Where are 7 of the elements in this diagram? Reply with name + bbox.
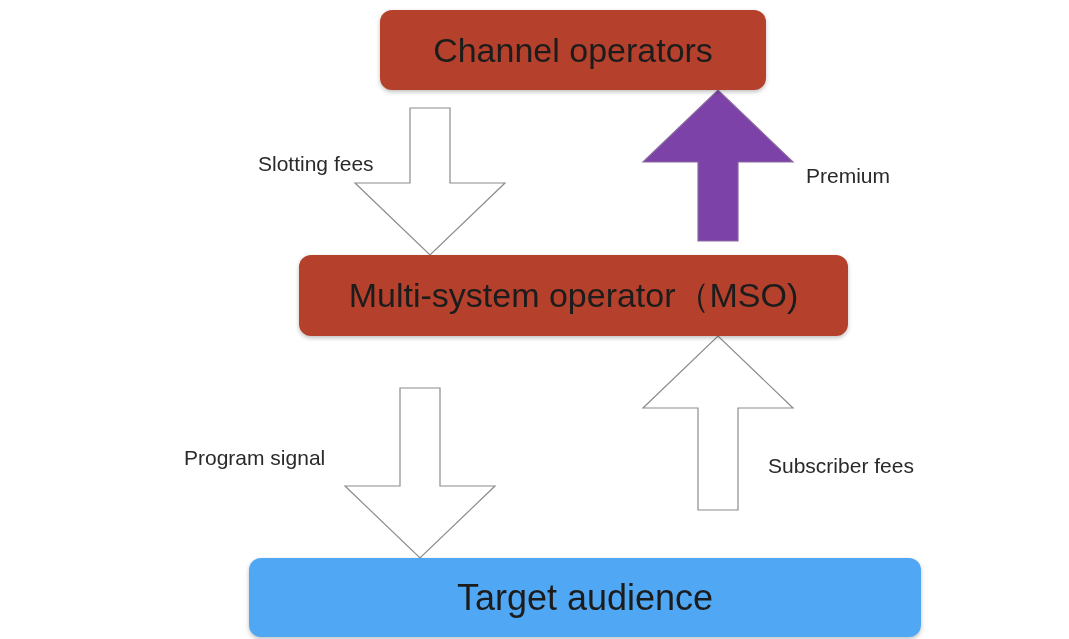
block-arrow — [641, 335, 795, 511]
process-box: Target audience — [249, 558, 921, 637]
process-box: Multi-system operator（MSO) — [299, 255, 848, 336]
block-arrow — [343, 387, 497, 559]
block-arrow — [641, 89, 795, 242]
process-box: Channel operators — [380, 10, 766, 90]
block-arrow — [353, 107, 507, 256]
